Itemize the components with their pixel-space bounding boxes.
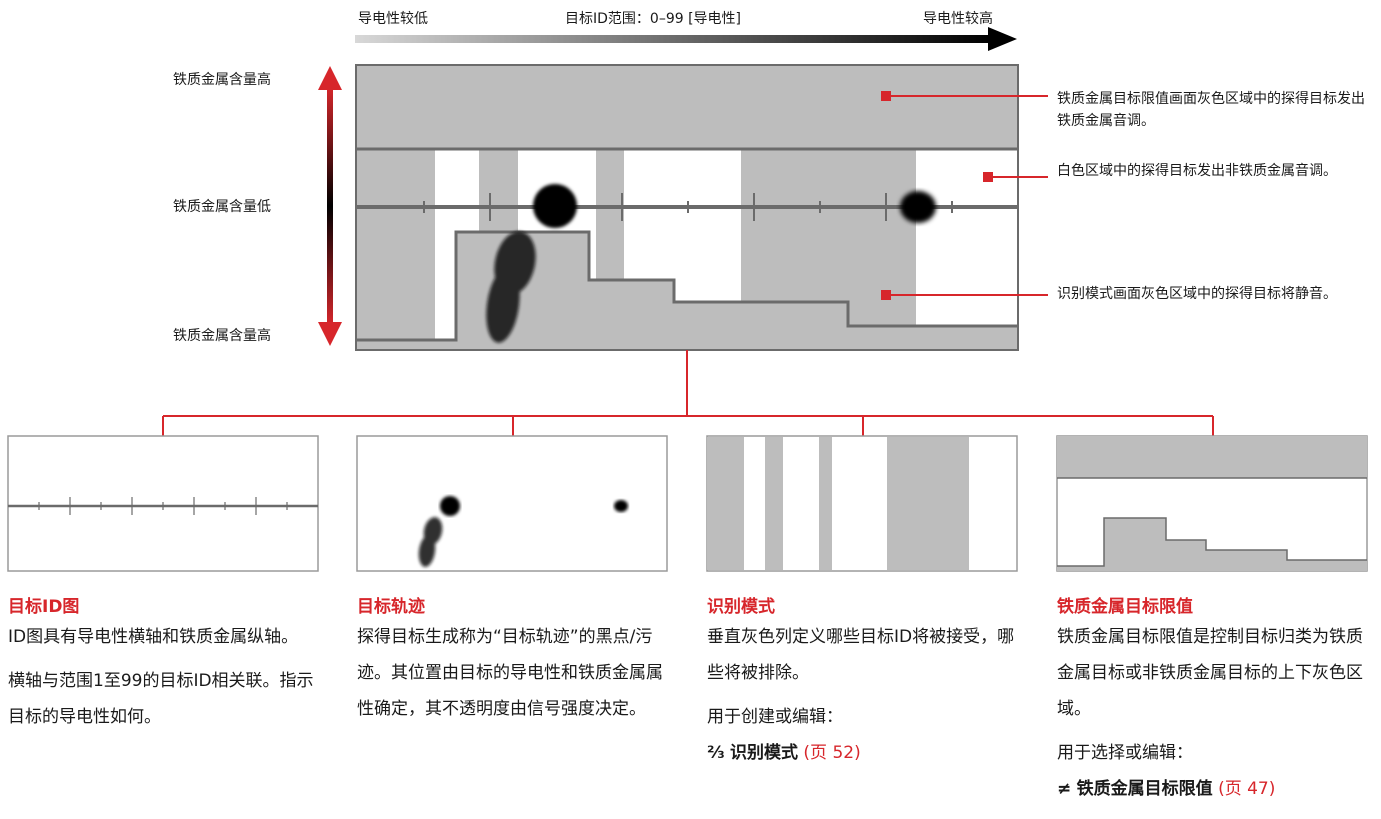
- target-id-range-label: 目标ID范围：0–99 [导电性]: [565, 11, 742, 27]
- connector-tree: [162, 350, 1214, 436]
- panel-paragraph: ID图具有导电性横轴和铁质金属纵轴。: [8, 627, 299, 647]
- thumbnail-ferrous-limits: [1056, 435, 1368, 572]
- thumbnail-target-trace: [356, 435, 668, 572]
- ferrous-limits-link[interactable]: ≠ 铁质金属目标限值 (页 47): [1057, 771, 1377, 807]
- panel-title: 铁质金属目标限值: [1057, 597, 1193, 617]
- conductivity-high-label: 导电性较高: [923, 11, 993, 27]
- panel-target-trace: 目标轨迹 探得目标生成称为“目标轨迹”的黑点/污迹。其位置由目标的导电性和铁质金…: [357, 595, 672, 735]
- upper-ferrous-region: [356, 65, 1018, 149]
- ferrous-high-top-label: 铁质金属含量高: [173, 72, 271, 88]
- panel-paragraph: 用于创建或编辑：: [707, 707, 843, 727]
- main-target-id-graph: [355, 64, 1019, 351]
- discrimination-link[interactable]: ⅔ 识别模式 (页 52): [707, 735, 1017, 771]
- link-label: 识别模式: [730, 743, 799, 763]
- panel-paragraph: 铁质金属目标限值是控制目标归类为铁质金属目标或非铁质金属目标的上下灰色区域。: [1057, 627, 1363, 719]
- panel-target-id-map: 目标ID图 ID图具有导电性横轴和铁质金属纵轴。 横轴与范围1至99的目标ID相…: [8, 595, 318, 743]
- page-reference: (页 47): [1218, 779, 1276, 799]
- panel-paragraph: 垂直灰色列定义哪些目标ID将被接受，哪些将被排除。: [707, 627, 1015, 683]
- discrimination-pattern-icon: ⅔: [707, 743, 725, 763]
- callout-discrimination: 识别模式画面灰色区域中的探得目标将静音。: [1057, 286, 1337, 302]
- callout-white-region: 白色区域中的探得目标发出非铁质金属音调。: [1057, 163, 1337, 179]
- panel-ferrous-limits: 铁质金属目标限值 铁质金属目标限值是控制目标归类为铁质金属目标或非铁质金属目标的…: [1057, 595, 1377, 807]
- thumbnail-discrimination-pattern: [706, 435, 1018, 572]
- conductivity-arrow: [355, 27, 1017, 51]
- thumbnail-target-id-map: [7, 435, 319, 572]
- panel-paragraph: 用于选择或编辑：: [1057, 743, 1193, 763]
- ferrous-high-bottom-label: 铁质金属含量高: [173, 328, 271, 344]
- panel-title: 识别模式: [707, 597, 775, 617]
- ferrous-arrow: [318, 66, 342, 346]
- panel-paragraph: 探得目标生成称为“目标轨迹”的黑点/污迹。其位置由目标的导电性和铁质金属属性确定…: [357, 627, 663, 719]
- panel-discrimination: 识别模式 垂直灰色列定义哪些目标ID将被接受，哪些将被排除。 用于创建或编辑： …: [707, 595, 1017, 771]
- panel-title: 目标轨迹: [357, 597, 425, 617]
- conductivity-low-label: 导电性较低: [358, 11, 428, 27]
- panel-title: 目标ID图: [8, 597, 80, 617]
- ferrous-low-label: 铁质金属含量低: [173, 199, 271, 215]
- callout-leaders: [886, 95, 1048, 296]
- callout-ferrous-limits: 铁质金属目标限值画面灰色区域中的探得目标发出铁质金属音调。: [1057, 91, 1365, 129]
- page-reference: (页 52): [803, 743, 861, 763]
- link-label: 铁质金属目标限值: [1076, 779, 1213, 799]
- panel-paragraph: 横轴与范围1至99的目标ID相关联。指示目标的导电性如何。: [8, 671, 314, 727]
- ferrous-limits-icon: ≠: [1057, 779, 1072, 799]
